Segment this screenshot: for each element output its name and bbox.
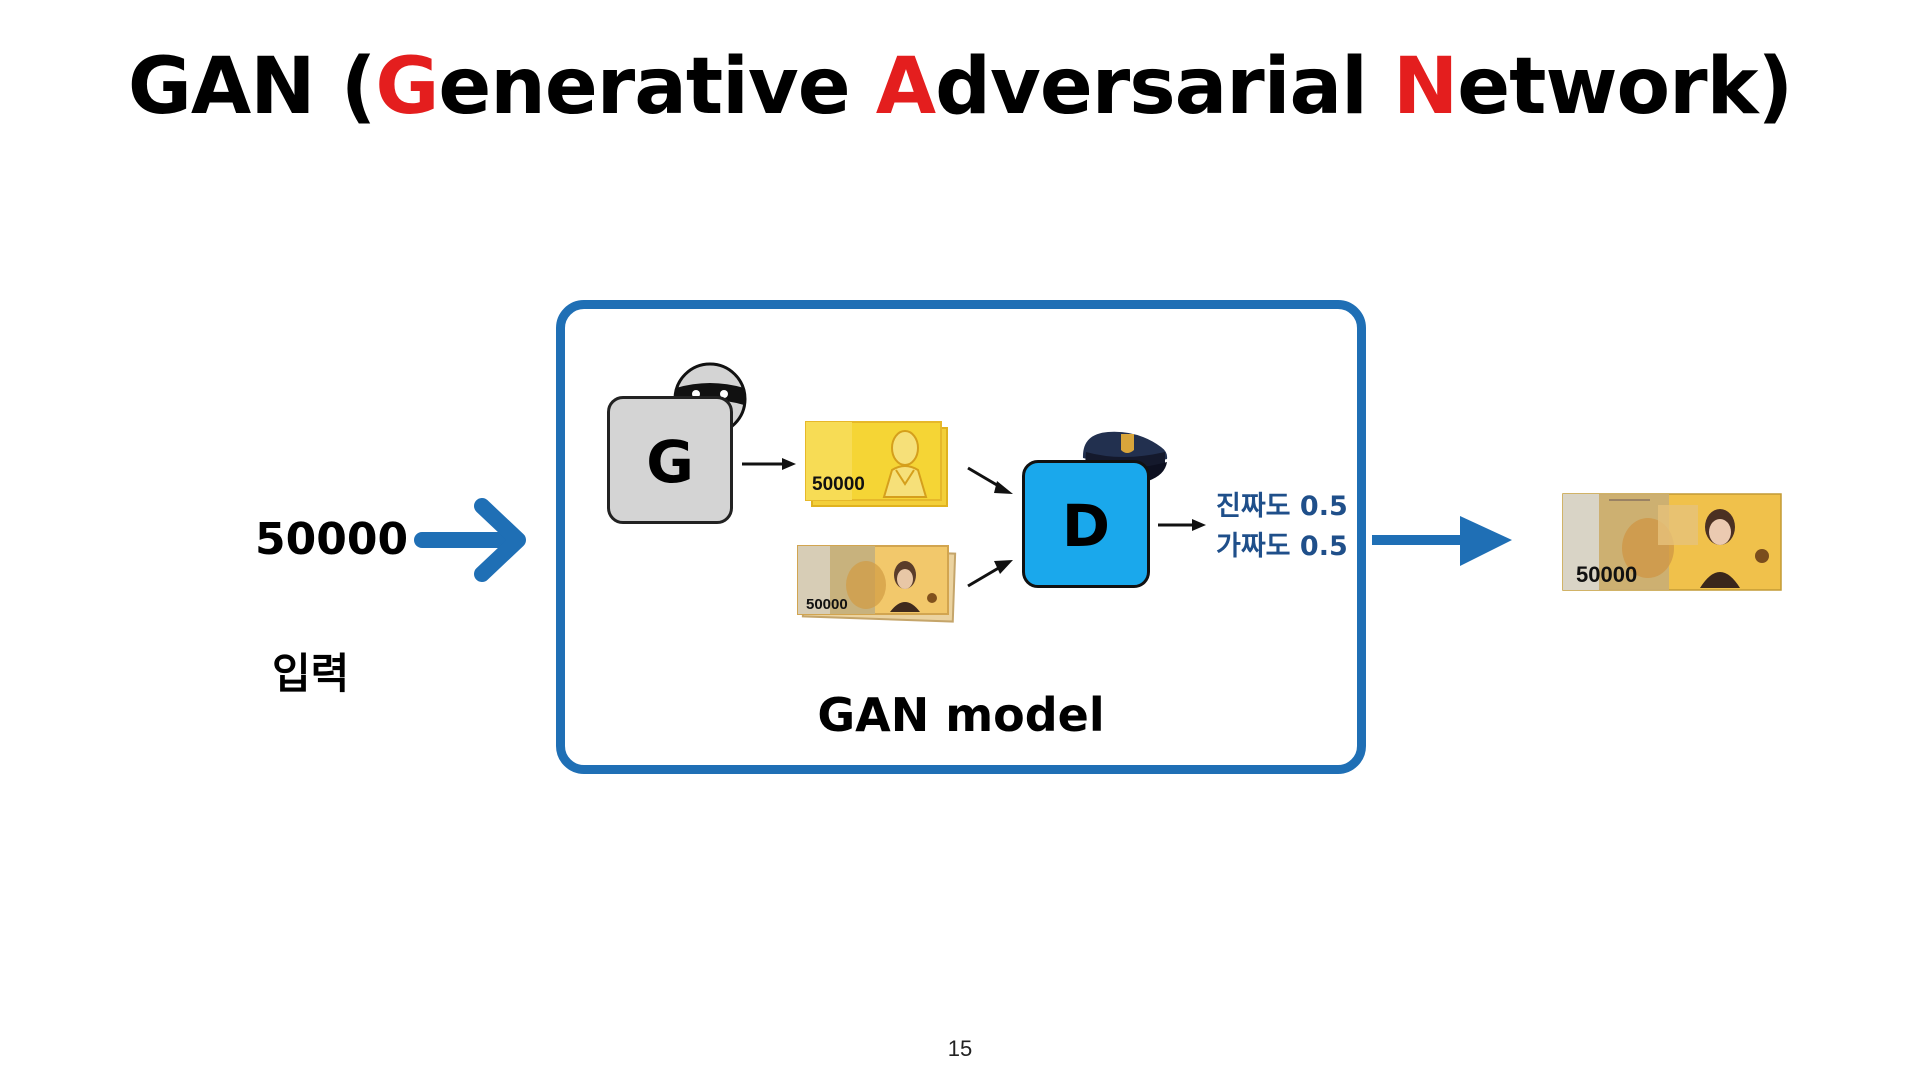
real-to-d-arrow-icon: [967, 560, 1013, 588]
fake-note-value: 50000: [812, 474, 865, 495]
fake-banknote-icon: [805, 421, 948, 507]
title-part4: etwork): [1457, 42, 1793, 132]
d-to-result-arrow-icon: [1158, 519, 1206, 531]
slide-title: GAN (Generative Adversarial Network): [0, 42, 1920, 132]
gan-model-label: GAN model: [817, 688, 1105, 742]
input-label: 입력: [272, 649, 350, 698]
output-banknote-icon: [1562, 493, 1782, 591]
discriminator-box: [1022, 460, 1150, 588]
fake-probability: 가짜도 0.5: [1216, 531, 1348, 562]
generator-box: [607, 396, 733, 524]
real-banknote-icon: [797, 545, 957, 623]
real-note-value: 50000: [806, 596, 848, 613]
title-g-letter: G: [375, 42, 439, 132]
title-a-letter: A: [875, 42, 936, 132]
real-probability: 진짜도 0.5: [1216, 491, 1348, 522]
fake-to-d-arrow-icon: [967, 466, 1013, 494]
output-arrow-icon: [1372, 516, 1512, 566]
page-number: 15: [947, 1036, 973, 1061]
generator-letter: G: [646, 428, 694, 496]
title-part2: enerative: [438, 42, 876, 132]
input-value: 50000: [255, 514, 409, 565]
title-part3: dversarial: [935, 42, 1393, 132]
g-to-fake-arrow-icon: [742, 458, 796, 470]
discriminator-letter: D: [1061, 492, 1111, 560]
title-part1: GAN (: [127, 42, 376, 132]
title-n-letter: N: [1392, 42, 1458, 132]
input-arrow-icon: [414, 498, 526, 582]
output-note-value: 50000: [1576, 562, 1638, 587]
